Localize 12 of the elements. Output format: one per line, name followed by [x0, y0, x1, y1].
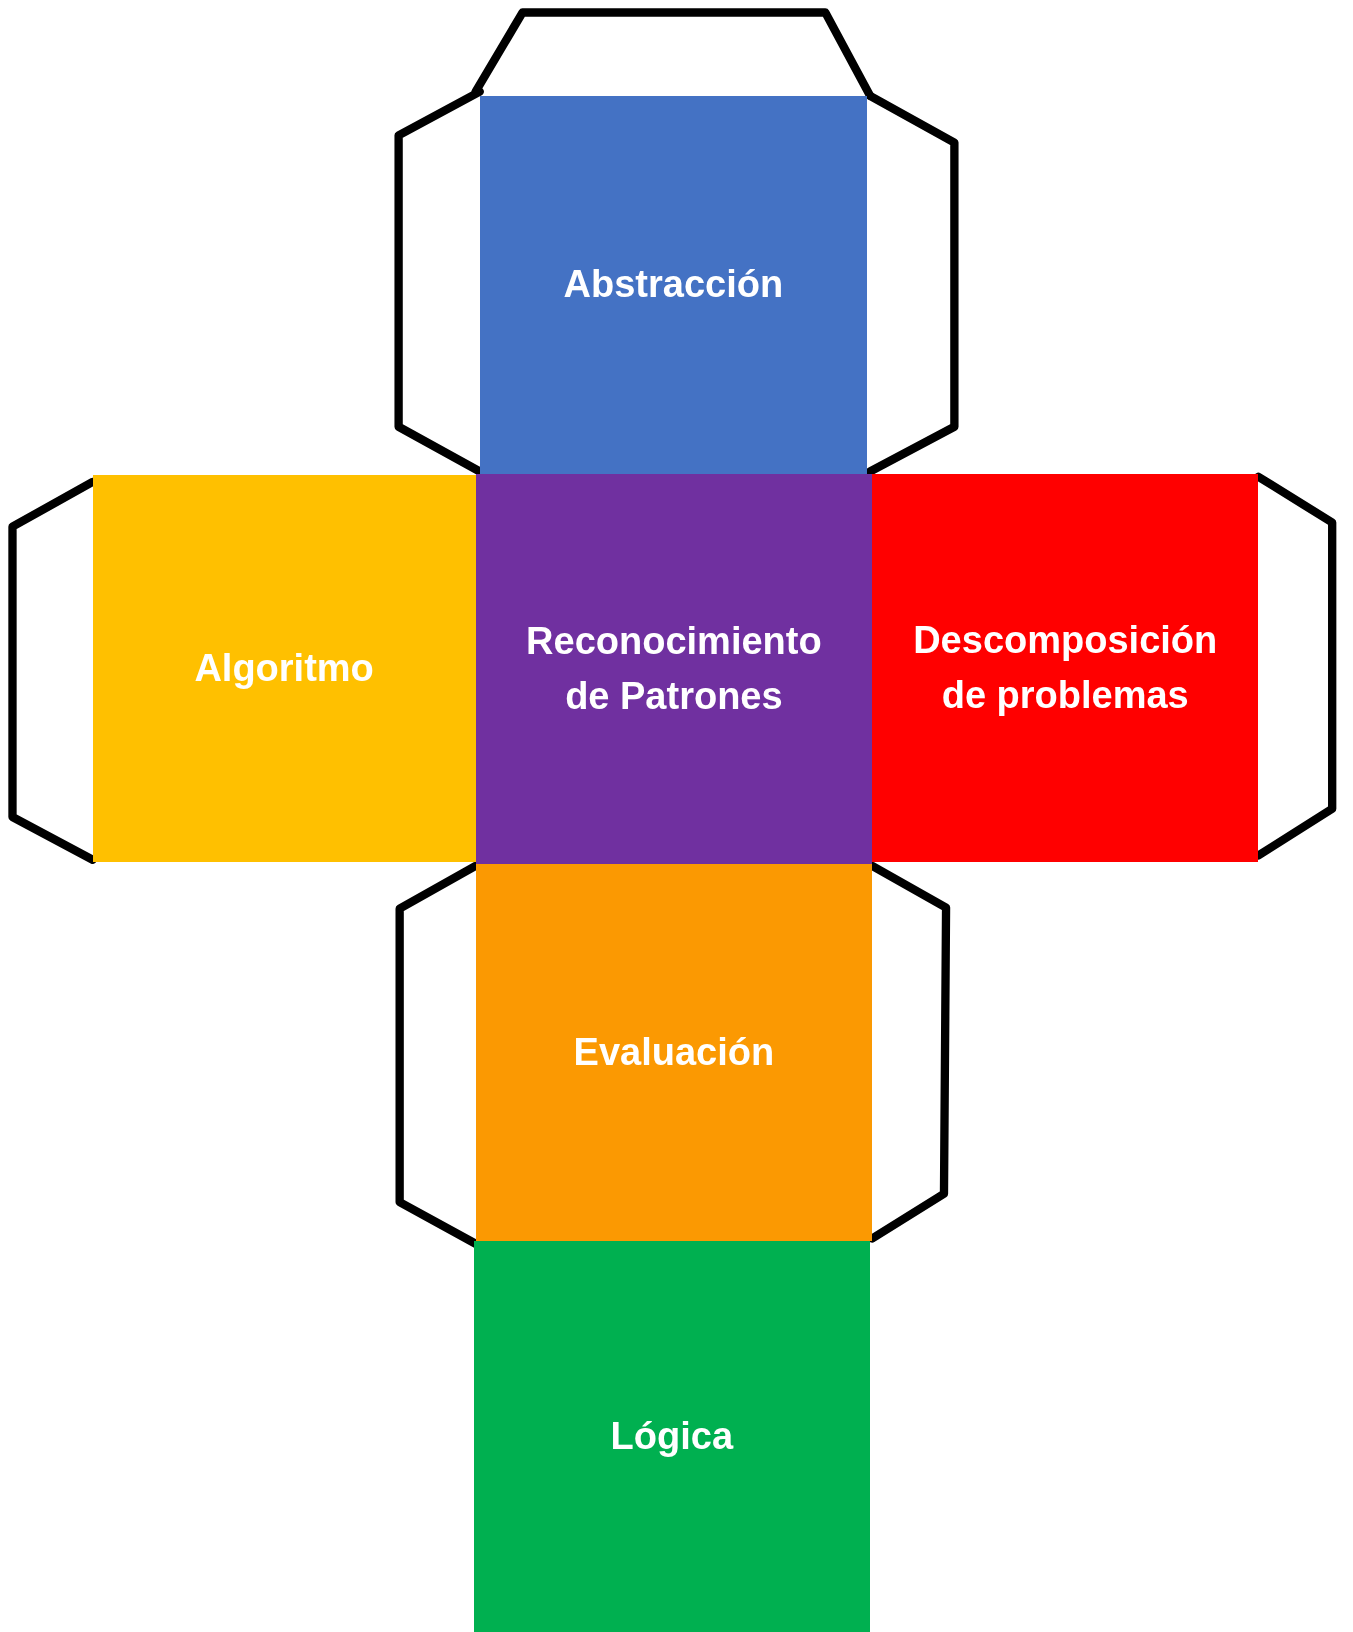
- cube-face: [92, 474, 476, 862]
- cube-face: [475, 863, 873, 1241]
- face-label: Reconocimiento de Patrones: [525, 618, 823, 719]
- cube-face: [872, 473, 1259, 862]
- face-label: Algoritmo: [194, 645, 374, 691]
- face-label: Abstracción: [563, 262, 784, 308]
- cube-face: [473, 1240, 871, 1632]
- cube-face: [479, 95, 867, 474]
- face-label: Lógica: [610, 1413, 734, 1459]
- face-label: Evaluación: [573, 1029, 775, 1075]
- face-label: Descomposición de problemas: [912, 617, 1219, 718]
- cube-face: [475, 473, 873, 864]
